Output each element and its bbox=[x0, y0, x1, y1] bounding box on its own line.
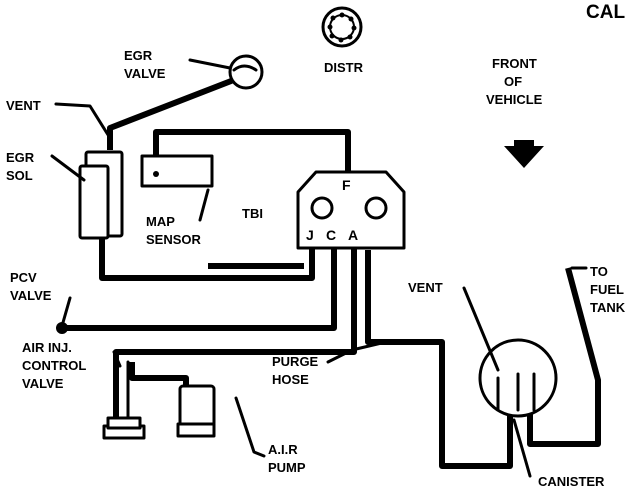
label-egr-valve-1: EGR bbox=[124, 48, 153, 63]
hose-air-inj-to-tbi-a bbox=[113, 248, 357, 426]
labels: CAL EGR VALVE DISTR FRONT OF VEHICLE VEN… bbox=[6, 2, 626, 488]
pcv-valve bbox=[56, 296, 72, 334]
label-air-inj-3: VALVE bbox=[22, 376, 64, 391]
label-fuel-tank-2: FUEL bbox=[590, 282, 624, 297]
label-tbi-port-a: A bbox=[348, 227, 358, 243]
egr-valve bbox=[228, 54, 264, 90]
label-egr-sol-1: EGR bbox=[6, 150, 35, 165]
label-vent-right: VENT bbox=[408, 280, 443, 295]
hose-canister-to-fuel-tank bbox=[527, 267, 601, 447]
label-pcv-1: PCV bbox=[10, 270, 37, 285]
label-egr-sol-2: SOL bbox=[6, 168, 33, 183]
label-map-1: MAP bbox=[146, 214, 175, 229]
label-map-2: SENSOR bbox=[146, 232, 202, 247]
canister bbox=[478, 338, 558, 418]
label-vent-left: VENT bbox=[6, 98, 41, 113]
label-distr: DISTR bbox=[324, 60, 364, 75]
label-canister: CANISTER bbox=[538, 474, 605, 488]
label-tbi-port-j: J bbox=[306, 227, 314, 243]
label-air-pump-1: A.I.R bbox=[268, 442, 298, 457]
air-inj-control-valve bbox=[102, 360, 146, 440]
label-purge-2: HOSE bbox=[272, 372, 309, 387]
arrow-down-icon bbox=[504, 140, 544, 168]
map-sensor bbox=[140, 154, 214, 188]
label-egr-valve-2: VALVE bbox=[124, 66, 166, 81]
label-air-pump-2: PUMP bbox=[268, 460, 306, 475]
label-front-2: OF bbox=[504, 74, 522, 89]
hose-egr-sol-to-tbi-j bbox=[99, 236, 315, 281]
hose-purge-to-canister bbox=[365, 250, 513, 469]
page-title: CAL bbox=[586, 2, 625, 23]
label-tbi-port-c: C bbox=[326, 227, 336, 243]
air-pump bbox=[176, 384, 216, 438]
hose-pcv-to-tbi-c bbox=[62, 248, 337, 331]
hose-map-sensor-to-tbi-f bbox=[153, 129, 351, 174]
tbi-unit bbox=[296, 170, 406, 250]
label-tbi-port-f: F bbox=[342, 177, 351, 193]
distributor-cap-icon bbox=[321, 6, 363, 48]
leader-lines bbox=[50, 58, 588, 478]
label-air-inj-2: CONTROL bbox=[22, 358, 86, 373]
hose-egr-sol-to-egr-valve bbox=[107, 73, 246, 150]
label-purge-1: PURGE bbox=[272, 354, 319, 369]
hose-air-pump bbox=[129, 362, 189, 388]
label-fuel-tank-3: TANK bbox=[590, 300, 626, 315]
label-front-3: VEHICLE bbox=[486, 92, 543, 107]
label-tbi: TBI bbox=[242, 206, 263, 221]
label-air-inj-1: AIR INJ. bbox=[22, 340, 72, 355]
label-front-1: FRONT bbox=[492, 56, 537, 71]
egr-solenoid bbox=[78, 150, 124, 240]
label-fuel-tank-1: TO bbox=[590, 264, 608, 279]
hoses bbox=[62, 73, 601, 469]
label-pcv-2: VALVE bbox=[10, 288, 52, 303]
